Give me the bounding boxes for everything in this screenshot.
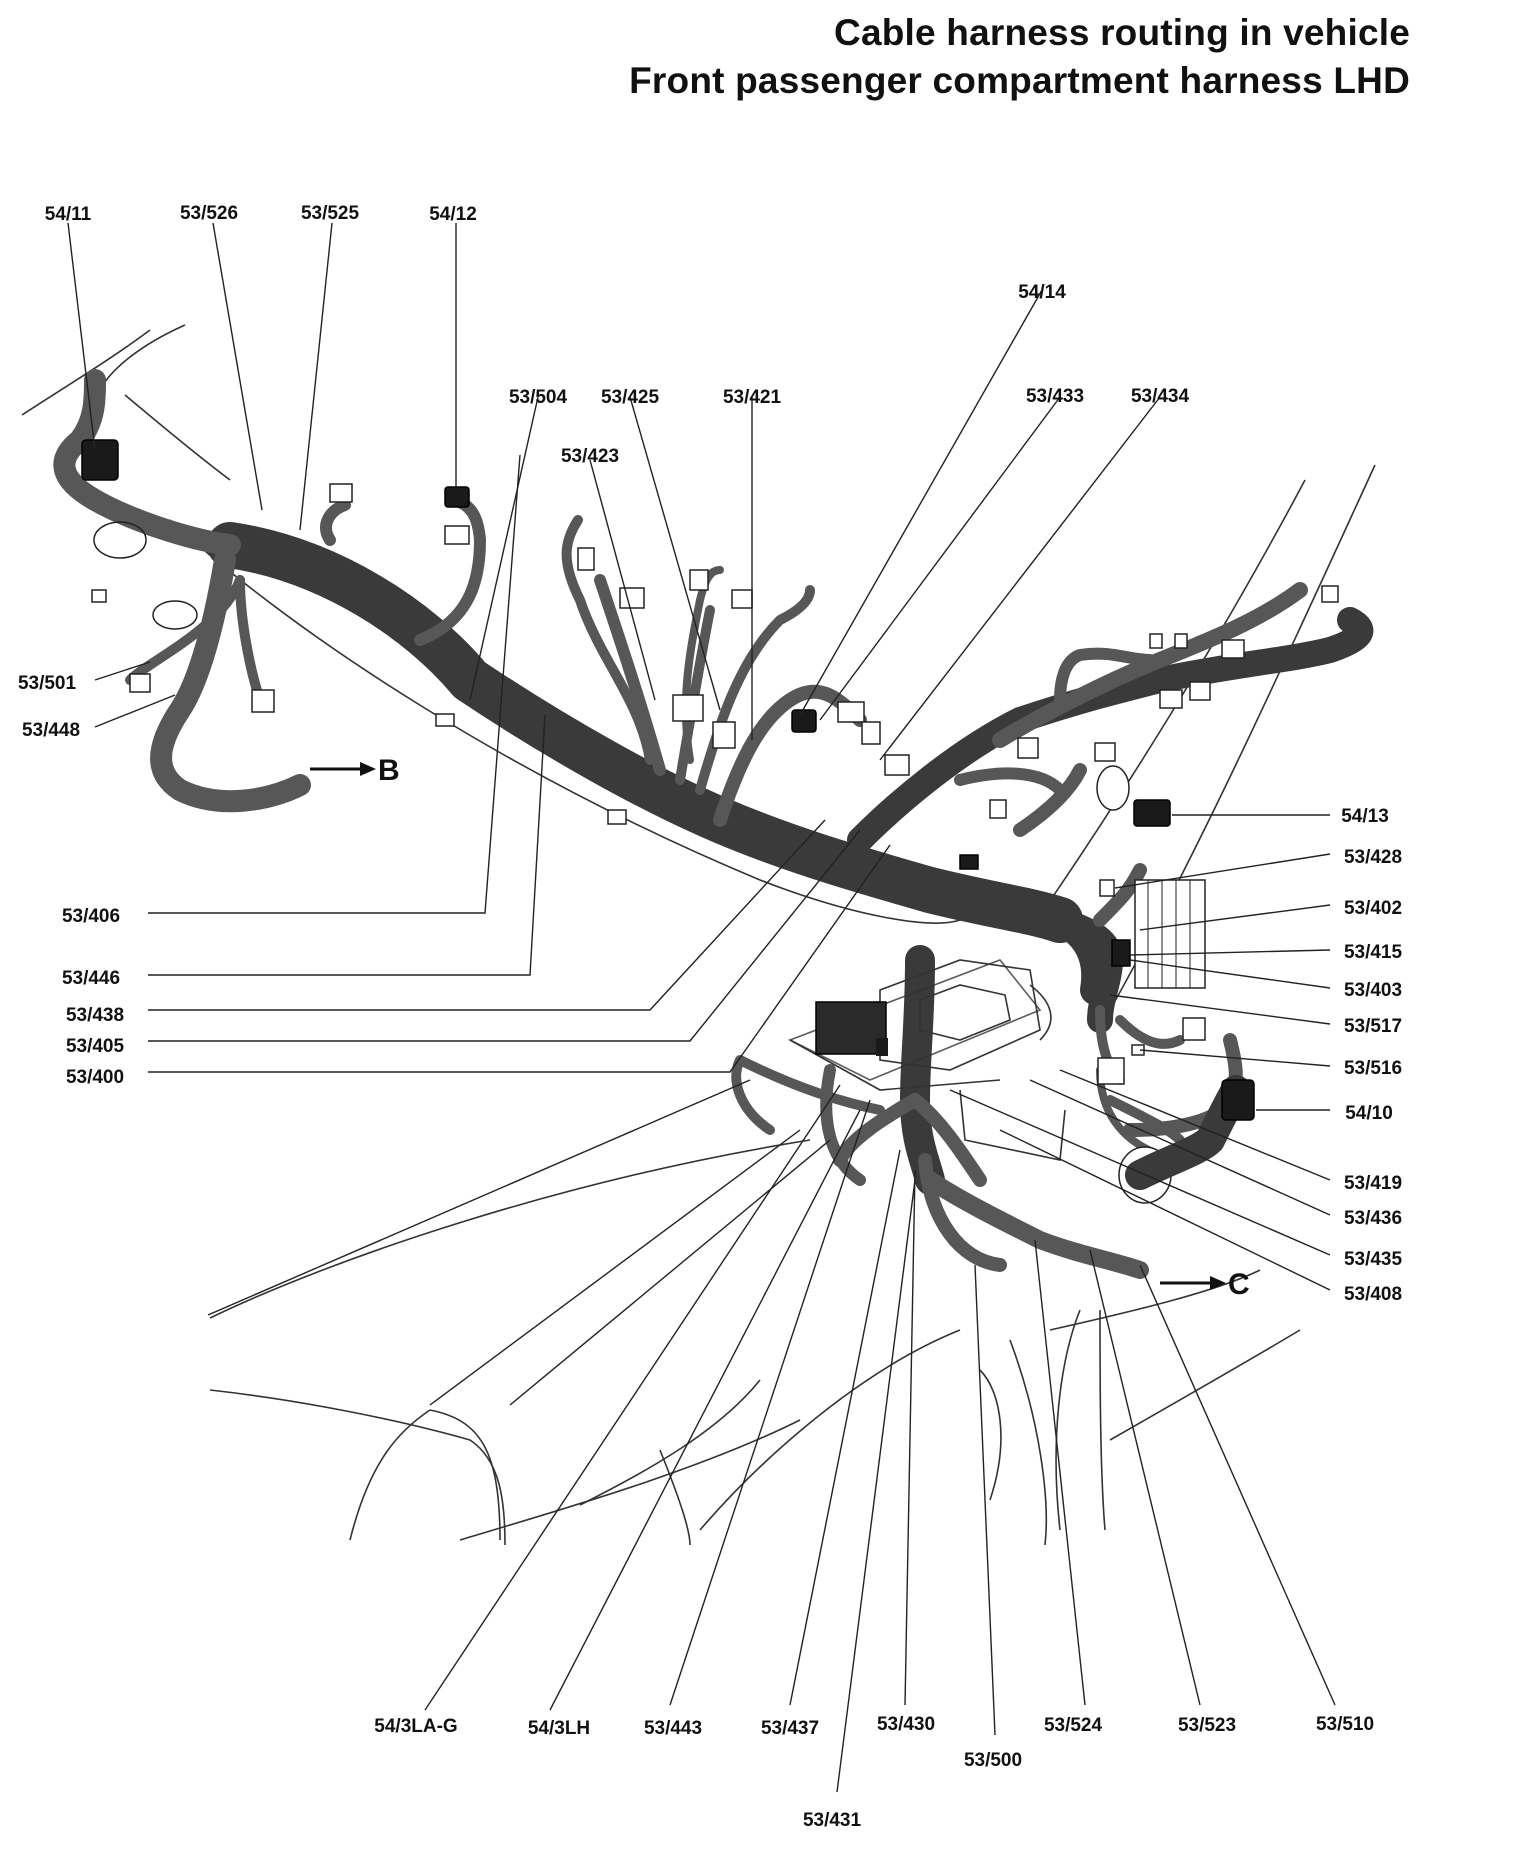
label-53-436: 53/436: [1344, 1208, 1402, 1229]
center-console: [93, 521, 1251, 1204]
connectors: [81, 439, 1339, 1121]
arrow-b: B: [310, 754, 400, 787]
label-54-12: 54/12: [429, 204, 477, 225]
label-53-425: 53/425: [601, 387, 660, 408]
label-53-437: 53/437: [761, 1718, 819, 1739]
label-53-448: 53/448: [22, 720, 80, 741]
label-53-517: 53/517: [1344, 1016, 1402, 1037]
label-53-501: 53/501: [18, 673, 77, 694]
label-53-403: 53/403: [1344, 980, 1402, 1001]
label-53-421: 53/421: [723, 387, 782, 408]
label-54-3la-g: 54/3LA-G: [374, 1716, 457, 1737]
label-54-3lh: 54/3LH: [528, 1718, 590, 1739]
label-53-504: 53/504: [509, 387, 568, 408]
label-53-428: 53/428: [1344, 847, 1402, 868]
label-53-423: 53/423: [561, 446, 619, 467]
label-54-14: 54/14: [1018, 282, 1066, 303]
leader-lines: [67, 222, 1336, 1793]
label-53-523: 53/523: [1178, 1715, 1236, 1736]
main-harness: [53, 369, 1374, 1279]
control-module-box: [815, 1001, 887, 1055]
label-53-406: 53/406: [62, 906, 120, 927]
label-53-435: 53/435: [1344, 1249, 1403, 1270]
label-54-11: 54/11: [45, 204, 92, 225]
label-53-438: 53/438: [66, 1005, 124, 1026]
label-54-13: 54/13: [1341, 806, 1389, 827]
label-53-400: 53/400: [66, 1067, 124, 1088]
vehicle-outline: [21, 324, 1376, 1546]
label-53-415: 53/415: [1344, 942, 1403, 963]
label-53-526: 53/526: [180, 203, 238, 224]
label-53-516: 53/516: [1344, 1058, 1402, 1079]
label-53-510: 53/510: [1316, 1714, 1374, 1735]
label-54-10: 54/10: [1345, 1103, 1393, 1124]
label-53-405: 53/405: [66, 1036, 125, 1057]
arrow-c-label: C: [1228, 1268, 1250, 1301]
relay-box: [1134, 879, 1206, 989]
arrow-b-label: B: [378, 754, 400, 787]
label-53-408: 53/408: [1344, 1284, 1402, 1305]
label-53-419: 53/419: [1344, 1173, 1402, 1194]
label-53-434: 53/434: [1131, 386, 1190, 407]
arrow-c: C: [1160, 1268, 1250, 1301]
diagram-subtitle: Front passenger compartment harness LHD: [629, 60, 1410, 101]
diagram-title: Cable harness routing in vehicle: [834, 12, 1410, 53]
label-53-402: 53/402: [1344, 898, 1402, 919]
label-53-433: 53/433: [1026, 386, 1084, 407]
label-53-524: 53/524: [1044, 1715, 1103, 1736]
label-53-431: 53/431: [803, 1810, 862, 1831]
label-53-443: 53/443: [644, 1718, 702, 1739]
label-53-430: 53/430: [877, 1714, 935, 1735]
label-53-500: 53/500: [964, 1750, 1022, 1771]
label-53-525: 53/525: [301, 203, 360, 224]
part-labels: 54/11 53/526 53/525 54/12 54/14 53/504 5…: [18, 203, 1403, 1831]
label-53-446: 53/446: [62, 968, 120, 989]
